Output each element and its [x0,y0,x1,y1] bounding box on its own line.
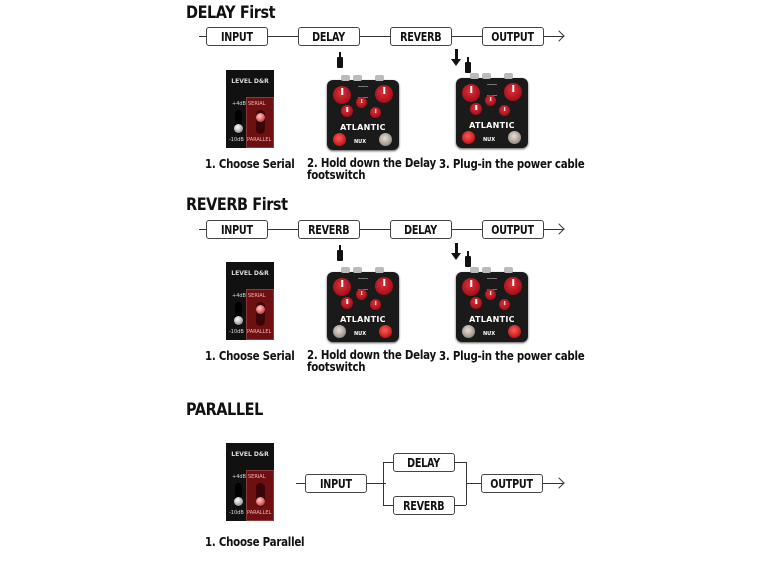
power-cable-icon [337,52,343,68]
arrow-right-icon [553,477,565,489]
reverb-footswitch[interactable] [379,133,392,146]
level-toggle-slot [235,483,242,507]
section-title-reverb-first: REVERB First [186,195,288,215]
serial-parallel-switch-panel: LEVEL D&R +4dB -10dB SERIAL PARALLEL [226,262,274,340]
parallel-label: PARALLEL [247,329,272,335]
level-high-label: +4dB [232,293,246,299]
pedal-maker-logo: NUX [354,139,367,145]
step-2-caption-line2: footswitch [307,167,366,182]
mode-toggle-knob-parallel[interactable] [256,497,265,506]
pedal-maker-logo: NUX [354,331,367,337]
reverb-footswitch[interactable] [508,325,521,338]
delay-footswitch[interactable] [333,133,346,146]
level-high-label: +4dB [232,474,246,480]
level-toggle-slot [235,110,242,134]
arrow-right-icon [553,223,565,235]
pedal-brand-label: ATLANTIC [340,123,386,132]
step-2-caption: 2. Hold down the Delay [307,347,436,362]
chain-block-reverb: REVERB [393,496,455,515]
delay-footswitch[interactable] [333,325,346,338]
pedal-brand-label: ATLANTIC [469,121,515,130]
chain-block-input: INPUT [206,27,268,46]
mode-toggle-slot [256,483,265,507]
step-1-caption: 1. Choose Serial [205,348,295,363]
pedal-brand-label: ATLANTIC [340,315,386,324]
serial-parallel-switch-panel: LEVEL D&R +4dB -10dB SERIAL PARALLEL [226,70,274,148]
chain-block-output: OUTPUT [481,474,543,493]
serial-parallel-switch-panel: LEVEL D&R +4dB -10dB SERIAL PARALLEL [226,443,274,521]
chain-block-output: OUTPUT [482,27,544,46]
reverb-footswitch[interactable] [508,131,521,144]
chain-block-reverb: REVERB [390,27,452,46]
pedal-image: ATLANTIC NUX [327,75,399,150]
switch-panel-header: LEVEL D&R [231,78,269,85]
step-3-caption: 3. Plug-in the power cable [439,348,585,363]
parallel-label: PARALLEL [247,137,272,143]
pedal-image: ATLANTIC NUX [456,267,528,342]
mode-toggle-slot [256,110,265,134]
level-toggle-slot [235,302,242,326]
chain-block-delay: DELAY [298,27,360,46]
power-cable-icon [337,245,343,261]
mode-toggle-knob-serial[interactable] [256,113,265,122]
chain-block-input: INPUT [305,474,367,493]
chain-block-reverb: REVERB [298,220,360,239]
delay-footswitch[interactable] [462,325,475,338]
chain-block-delay: DELAY [390,220,452,239]
parallel-label: PARALLEL [247,510,272,516]
switch-panel-header: LEVEL D&R [231,270,269,277]
step-2-caption-line2: footswitch [307,359,366,374]
level-toggle-knob[interactable] [234,124,243,133]
chain-block-delay: DELAY [393,453,455,472]
step-3-caption: 3. Plug-in the power cable [439,156,585,171]
level-low-label: -10dB [229,510,244,516]
arrow-down-icon [451,49,461,66]
serial-label: SERIAL [248,101,266,107]
serial-label: SERIAL [248,293,266,299]
mode-toggle-slot [256,302,265,326]
section-title-parallel: PARALLEL [186,400,263,420]
level-low-label: -10dB [229,329,244,335]
power-cable-icon [465,57,471,73]
mode-toggle-knob-serial[interactable] [256,305,265,314]
reverb-footswitch[interactable] [379,325,392,338]
step-1-caption: 1. Choose Serial [205,156,295,171]
pedal-maker-logo: NUX [483,331,496,337]
step-1-caption: 1. Choose Parallel [205,534,305,549]
switch-panel-header: LEVEL D&R [231,451,269,458]
pedal-maker-logo: NUX [483,137,496,143]
delay-footswitch[interactable] [462,131,475,144]
level-toggle-knob[interactable] [234,316,243,325]
pedal-image: ATLANTIC NUX [456,73,528,148]
section-title-delay-first: DELAY First [186,3,276,23]
power-cable-icon [465,251,471,267]
level-low-label: -10dB [229,137,244,143]
pedal-image: ATLANTIC NUX [327,267,399,342]
chain-block-output: OUTPUT [482,220,544,239]
chain-block-input: INPUT [206,220,268,239]
arrow-right-icon [553,30,565,42]
step-2-caption: 2. Hold down the Delay [307,155,436,170]
level-high-label: +4dB [232,101,246,107]
pedal-brand-label: ATLANTIC [469,315,515,324]
serial-label: SERIAL [248,474,266,480]
level-toggle-knob[interactable] [234,497,243,506]
arrow-down-icon [451,243,461,260]
